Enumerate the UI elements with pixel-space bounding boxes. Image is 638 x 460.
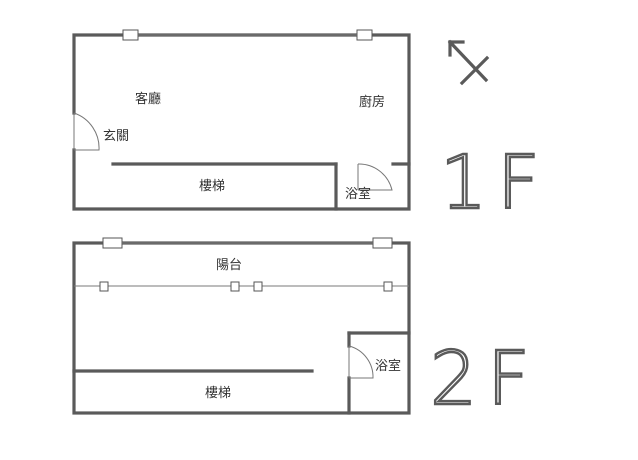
floor-2-bathroom-label: 浴室 [375, 358, 401, 374]
floor-1-outer-wall [72, 33, 411, 211]
floor-2-balcony-window-2 [230, 281, 240, 292]
floor-1-window-left [122, 29, 139, 41]
floor-1-staircase-label: 樓梯 [199, 179, 225, 194]
floor-1-bathroom-door [357, 163, 393, 191]
floor-1-label: 1F [440, 140, 550, 226]
floor-1-entrance-label: 玄關 [103, 129, 129, 144]
floor-2-window-top-right [372, 237, 393, 249]
floor-2-balcony-window-1 [99, 281, 109, 292]
floor-2-bathroom-door [348, 345, 374, 379]
north-arrow-icon [447, 39, 490, 86]
floor-2-balcony-window-3 [253, 281, 263, 292]
floor-2-balcony-window-4 [383, 281, 393, 292]
floor-2-staircase-label: 樓梯 [205, 386, 231, 401]
floor-2-plan: 陽台 浴室 樓梯 [72, 237, 411, 415]
floor-1-plan: 客廳 廚房 玄關 樓梯 浴室 [72, 29, 411, 211]
floor-2-balcony-label: 陽台 [216, 258, 242, 273]
floor-1-entrance-door [73, 112, 100, 151]
floor-1-kitchen-label: 廚房 [359, 94, 385, 110]
floor-2-label: 2F [430, 336, 540, 422]
floor-1-living-room-label: 客廳 [135, 91, 161, 107]
floor-1-window-right [356, 29, 373, 41]
floor-1-bathroom-label: 浴室 [345, 186, 371, 202]
floor-2-window-top-left [102, 237, 123, 249]
